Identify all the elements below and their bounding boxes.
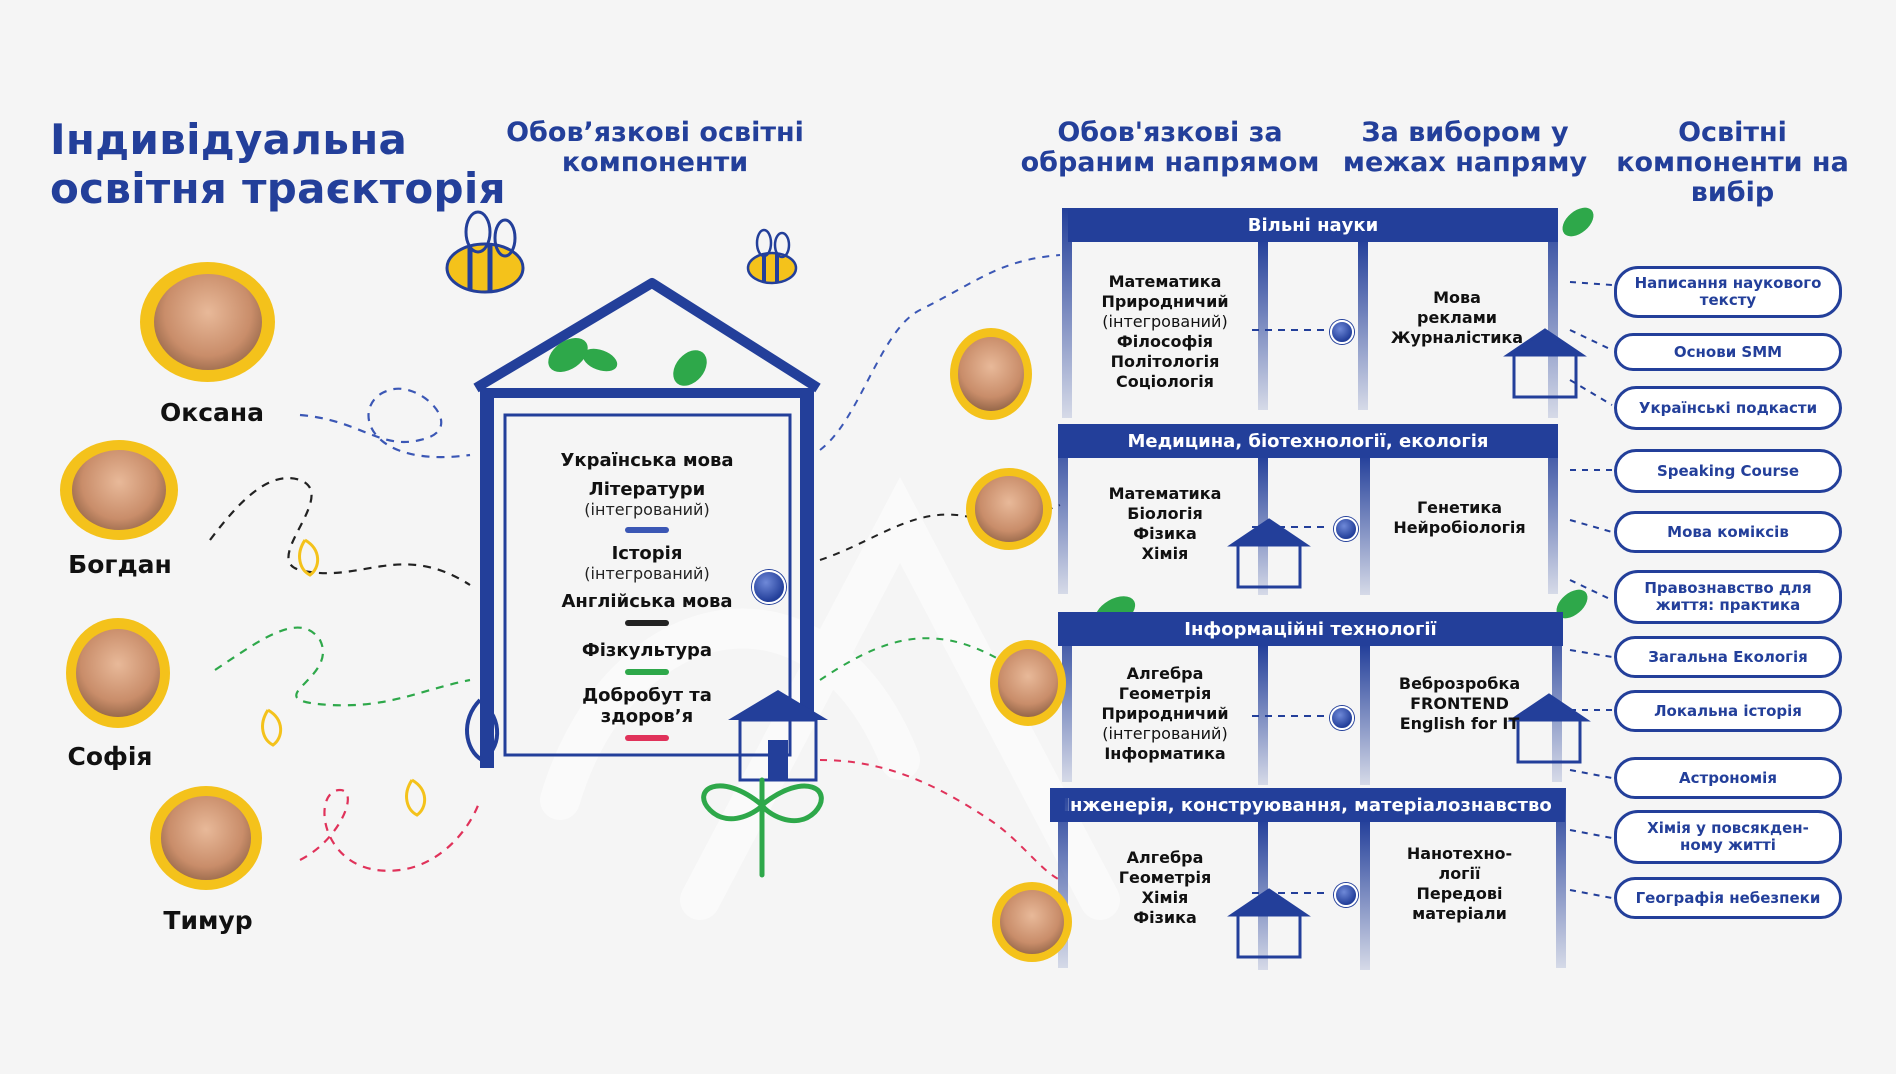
direction-mandatory-list: Алгебра Геометрія Хімія Фізика: [1118, 848, 1212, 927]
elective-pill[interactable]: Speaking Course: [1614, 449, 1842, 493]
avatar: [950, 328, 1032, 420]
house-icon: [728, 690, 828, 782]
path-tymur: [299, 788, 482, 872]
path-bohdan: [209, 477, 471, 586]
direction-mandatory-list: Математика Біологія Фізика Хімія: [1108, 484, 1222, 563]
leaf-icon: [465, 698, 500, 763]
node-dot-icon: [752, 570, 786, 604]
direction-choice-list: Нанотехно- логії Передові матеріали: [1406, 844, 1513, 923]
elective-pill[interactable]: Написання наукового тексту: [1614, 266, 1842, 318]
flower-icon: [701, 777, 824, 878]
student-photo: [1000, 890, 1064, 954]
student-photo: [153, 274, 262, 370]
elective-pill[interactable]: Загальна Екологія: [1614, 636, 1842, 678]
color-swatch: [625, 735, 669, 741]
core-subject-note: (інтегрований): [584, 564, 710, 583]
column-header-by-direction: Обов'язкові за обраним напрямом: [1020, 117, 1320, 178]
direction-choice-list: Мова реклами Журналістика: [1390, 288, 1524, 347]
path-oksana: [299, 387, 471, 459]
direction-header: Інформаційні технології: [1058, 612, 1563, 646]
core-subject: Українська мова: [560, 450, 734, 471]
student-name: Богдан: [68, 550, 172, 579]
direction-mandatory-list: Математика Природничий (інтегрований) Фі…: [1101, 272, 1229, 391]
elective-pill[interactable]: Мова коміксів: [1614, 511, 1842, 553]
student-photo: [161, 796, 251, 880]
column-header-electives: Освітні компоненти на вибір: [1616, 117, 1849, 208]
direction-choice-list: Веброзробка FRONTEND English for IT: [1398, 674, 1521, 733]
direction-mandatory-list: Алгебра Геометрія Природничий (інтегрова…: [1101, 664, 1229, 763]
bee-icon: [445, 210, 525, 294]
core-subject: Добробут та здоров’я: [582, 685, 712, 727]
student-photo: [997, 648, 1059, 718]
core-subject-list: Українська мова Літератури (інтегрований…: [497, 450, 797, 751]
node-dot-icon: [1330, 320, 1354, 344]
column-header-mandatory: Обов’язкові освітні компоненти: [506, 117, 804, 178]
color-swatch: [625, 620, 669, 626]
direction-header: Вільні науки: [1068, 208, 1558, 242]
direction-choice-list: Генетика Нейробіологія: [1393, 498, 1526, 537]
leaf-icon: [261, 538, 427, 817]
core-subject: Фізкультура: [581, 640, 713, 661]
leaf-icon: [548, 337, 707, 386]
direction-header: Медицина, біотехнології, екологія: [1058, 424, 1558, 458]
avatar: [60, 440, 178, 540]
avatar: [990, 640, 1066, 726]
column-header-by-choice: За вибором у межах напряму: [1342, 117, 1588, 178]
elective-pill[interactable]: Локальна історія: [1614, 690, 1842, 732]
student-photo: [71, 450, 167, 530]
student-name: Софія: [67, 742, 153, 771]
student-photo: [974, 476, 1044, 542]
student-photo: [958, 337, 1024, 411]
house-icon: [1227, 328, 1591, 959]
core-subject-note: (інтегрований): [584, 500, 710, 519]
elective-pill[interactable]: Українські подкасти: [1614, 386, 1842, 430]
elective-pill[interactable]: Географія небезпеки: [1614, 877, 1842, 919]
leaf-icon: [1088, 207, 1594, 628]
node-dot-icon: [1330, 706, 1354, 730]
avatar: [140, 262, 275, 382]
elective-pill[interactable]: Правознавство для життя: практика: [1614, 570, 1842, 624]
student-name: Оксана: [159, 398, 265, 427]
path-sofia: [214, 626, 471, 707]
core-subject: Англійська мова: [561, 591, 733, 612]
node-dot-icon: [1334, 517, 1358, 541]
bee-icon: [746, 228, 798, 285]
avatar: [966, 468, 1052, 550]
node-dot-icon: [1334, 883, 1358, 907]
core-subject: Літератури: [588, 479, 706, 500]
page-title: Індивідуальна освітня траєкторія: [50, 115, 506, 213]
avatar: [66, 618, 170, 728]
elective-pill[interactable]: Хімія у повсякден-ному житті: [1614, 810, 1842, 864]
color-swatch: [625, 669, 669, 675]
elective-pill[interactable]: Основи SMM: [1614, 333, 1842, 371]
avatar: [992, 882, 1072, 962]
core-subject: Історія: [611, 543, 683, 564]
house-icon: [473, 278, 821, 768]
student-photo: [76, 629, 160, 717]
student-name: Тимур: [163, 906, 253, 935]
direction-header: Інженерія, конструювання, матеріалознавс…: [1050, 788, 1565, 822]
color-swatch: [625, 527, 669, 533]
elective-pill[interactable]: Астрономія: [1614, 757, 1842, 799]
avatar: [150, 786, 262, 890]
